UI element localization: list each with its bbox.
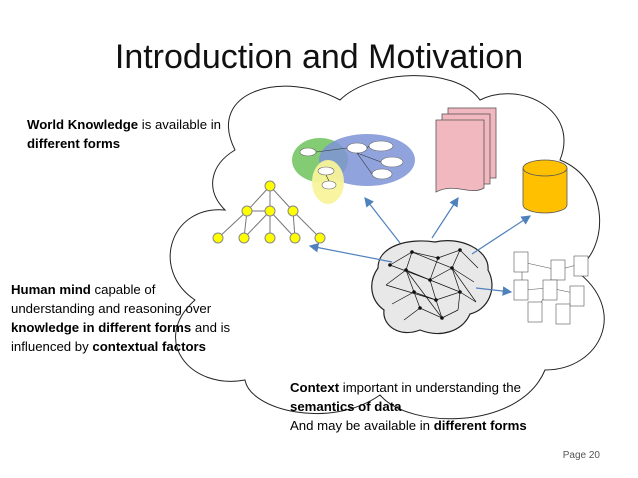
- document-stack-icon: [435, 107, 497, 193]
- context-text: Context important in understanding the s…: [290, 378, 527, 435]
- world-knowledge-rest: is available in: [138, 117, 221, 132]
- human-mind-contextual: contextual factors: [92, 339, 206, 354]
- human-mind-knowledge: knowledge in different forms: [11, 320, 192, 335]
- tree-icon: [212, 180, 326, 244]
- database-icon: [522, 159, 568, 214]
- world-knowledge-bold: World Knowledge: [27, 117, 139, 132]
- context-bold: Context: [290, 380, 340, 395]
- brain-network-icon: [371, 240, 493, 335]
- semantic-graph-icon: [292, 134, 415, 204]
- world-knowledge-text: World Knowledge is available in differen…: [27, 115, 221, 153]
- page-number: Page 20: [562, 450, 600, 461]
- knowledge-arrows: [308, 196, 532, 296]
- cloud-outline: [169, 75, 605, 420]
- context-semantics: semantics of data: [290, 399, 402, 414]
- human-mind-text: Human mind capable of understanding and …: [11, 280, 230, 356]
- human-mind-line1: capable of: [90, 282, 156, 297]
- linked-documents-icon: [513, 251, 589, 325]
- human-mind-bold: Human mind: [11, 282, 91, 297]
- human-mind-line3: and is: [191, 320, 231, 335]
- human-mind-line2: understanding and reasoning over: [11, 301, 212, 316]
- context-line3: And may be available in: [290, 418, 434, 433]
- context-line1: important in understanding the: [339, 380, 521, 395]
- world-knowledge-forms: different forms: [27, 136, 121, 151]
- human-mind-line4: influenced by: [11, 339, 93, 354]
- context-forms: different forms: [433, 418, 527, 433]
- slide-title: Introduction and Motivation: [114, 38, 524, 76]
